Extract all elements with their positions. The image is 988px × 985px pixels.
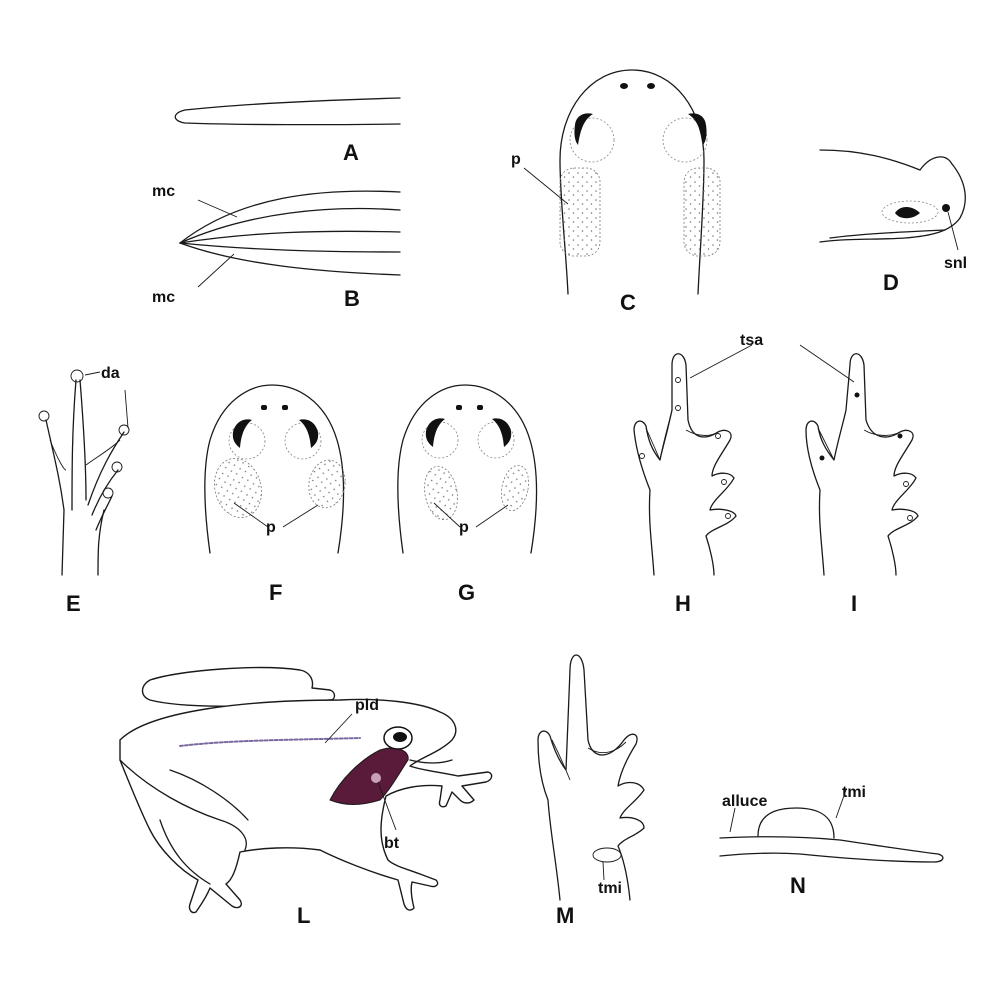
label-tsa: tsa — [740, 332, 763, 349]
panel-label-f: F — [269, 580, 282, 605]
label-mc-upper: mc — [152, 183, 175, 200]
figure-h-foot — [634, 345, 752, 575]
figure-c-head-dorsal — [524, 70, 720, 294]
panel-label-c: C — [620, 290, 636, 315]
panel-label-d: D — [883, 270, 899, 295]
label-p-f: p — [266, 519, 276, 536]
panel-label-l: L — [297, 903, 310, 928]
label-da: da — [101, 365, 120, 382]
label-p-c: p — [511, 151, 521, 168]
figure-b-snout-canthi — [180, 191, 400, 287]
label-mc-lower: mc — [152, 289, 175, 306]
figure-i-foot — [800, 345, 918, 575]
label-snl: snl — [944, 255, 967, 272]
panel-label-h: H — [675, 591, 691, 616]
figure-l-frog-lateral — [120, 668, 492, 913]
panel-label-g: G — [458, 580, 475, 605]
panel-label-n: N — [790, 873, 806, 898]
label-p-g: p — [459, 519, 469, 536]
figure-a-snout — [175, 98, 400, 125]
label-tmi-n: tmi — [842, 784, 866, 801]
label-tmi-m: tmi — [598, 880, 622, 897]
label-pld: pld — [355, 697, 379, 714]
figure-m-foot-ventral — [538, 655, 644, 900]
panel-label-a: A — [343, 140, 359, 165]
label-bt: bt — [384, 835, 400, 852]
figure-e-hand — [39, 370, 129, 575]
label-alluce: alluce — [722, 793, 767, 810]
panel-label-m: M — [556, 903, 574, 928]
figure-f-head-dorsal — [205, 385, 349, 553]
panel-label-i: I — [851, 591, 857, 616]
panel-label-e: E — [66, 591, 81, 616]
figure-d-head-lateral — [820, 150, 965, 250]
panel-label-b: B — [344, 286, 360, 311]
